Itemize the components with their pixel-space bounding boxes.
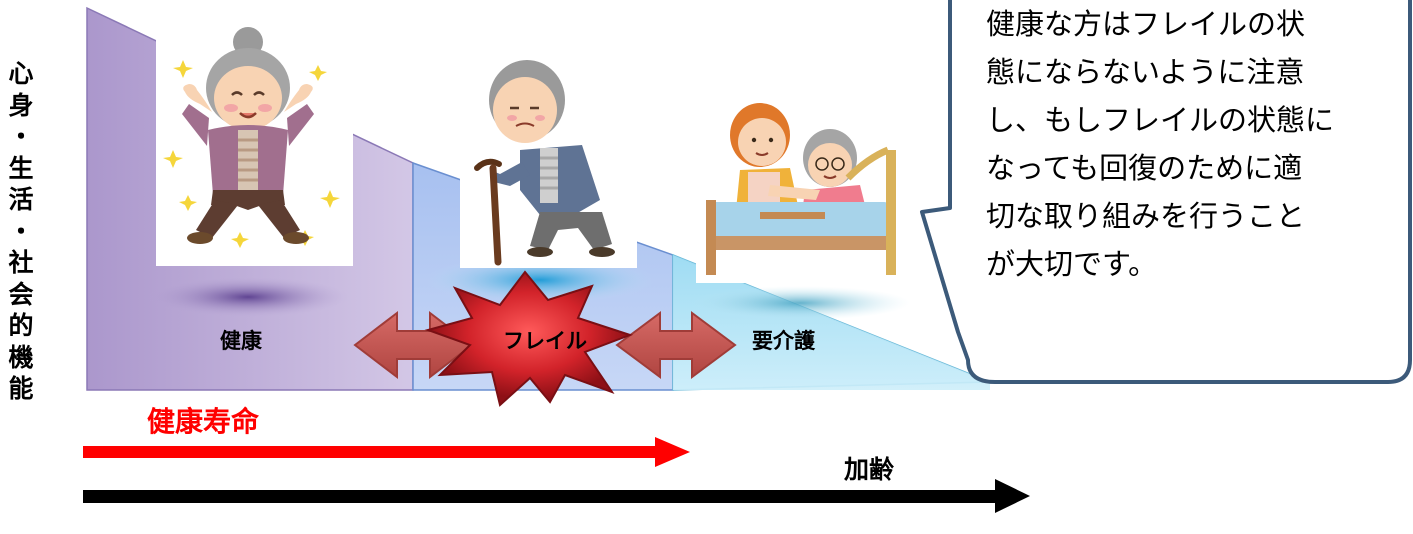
aging-label: 加齢 (844, 455, 895, 484)
stage-label-care-needed: 要介護 (752, 329, 815, 353)
speech-bubble (920, 0, 1412, 384)
stage-label-healthy: 健康 (220, 329, 262, 353)
healthy-shadow (148, 277, 348, 317)
double-arrow-icon (615, 311, 737, 379)
care-shadow (690, 286, 910, 320)
caregiver-with-elderly-in-bed-icon (696, 91, 913, 283)
speech-bubble-text: 健康な方はフレイルの状 態にならないように注意 し、もしフレイルの状態に なって… (986, 7, 1335, 281)
stage-label-frailty: フレイル (503, 329, 587, 353)
burst-icon (424, 270, 634, 407)
healthy-life-expectancy-arrow (83, 437, 690, 467)
vertical-axis-label: 心 身 ・ 生 活 ・ 社 会 的 機 能 (8, 59, 34, 403)
healthy-elderly-woman-icon (156, 15, 353, 266)
healthy-life-expectancy-label: 健康寿命 (147, 405, 260, 438)
frail-elderly-man-with-cane-icon (460, 50, 637, 268)
aging-arrow (83, 479, 1030, 513)
